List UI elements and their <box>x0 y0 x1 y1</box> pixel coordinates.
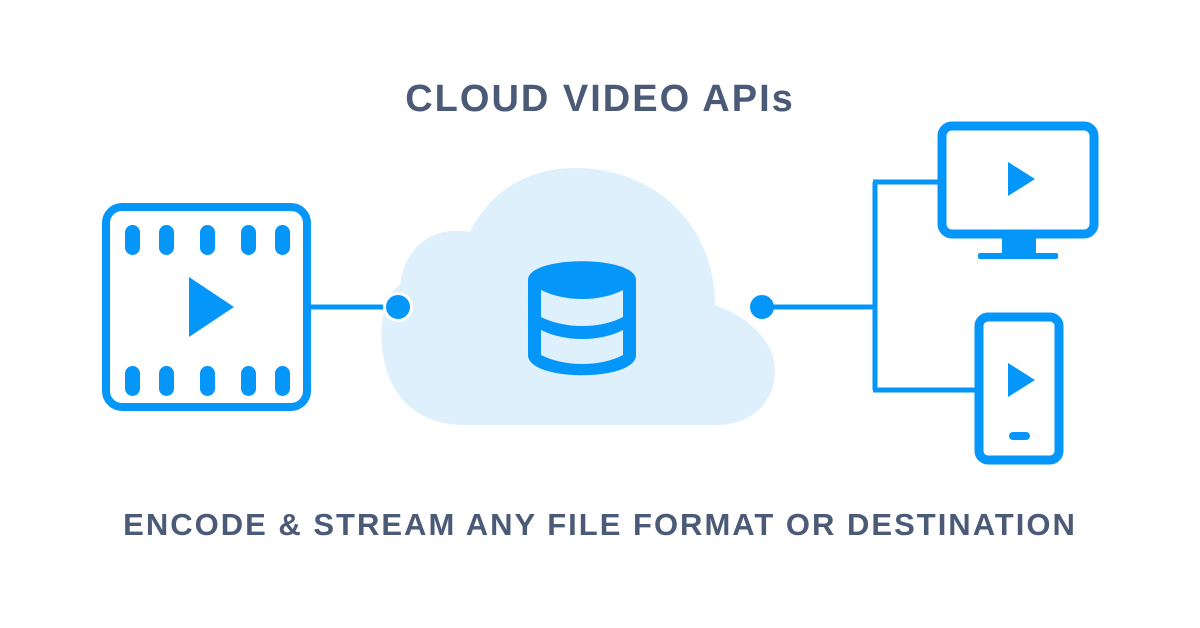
database-icon <box>528 261 636 376</box>
film-perforations-top <box>125 225 290 255</box>
page-subtitle: ENCODE & STREAM ANY FILE FORMAT OR DESTI… <box>123 507 1077 542</box>
page-title: CLOUD VIDEO APIs <box>405 78 795 120</box>
phone-icon <box>974 312 1064 465</box>
monitor-icon <box>937 121 1099 259</box>
play-icon <box>1008 363 1035 397</box>
play-icon <box>1008 162 1035 196</box>
film-perforations-bottom <box>125 366 290 396</box>
play-icon <box>189 277 234 337</box>
connector-right <box>747 179 977 393</box>
video-file-icon <box>102 203 311 411</box>
connector-left <box>310 292 413 322</box>
